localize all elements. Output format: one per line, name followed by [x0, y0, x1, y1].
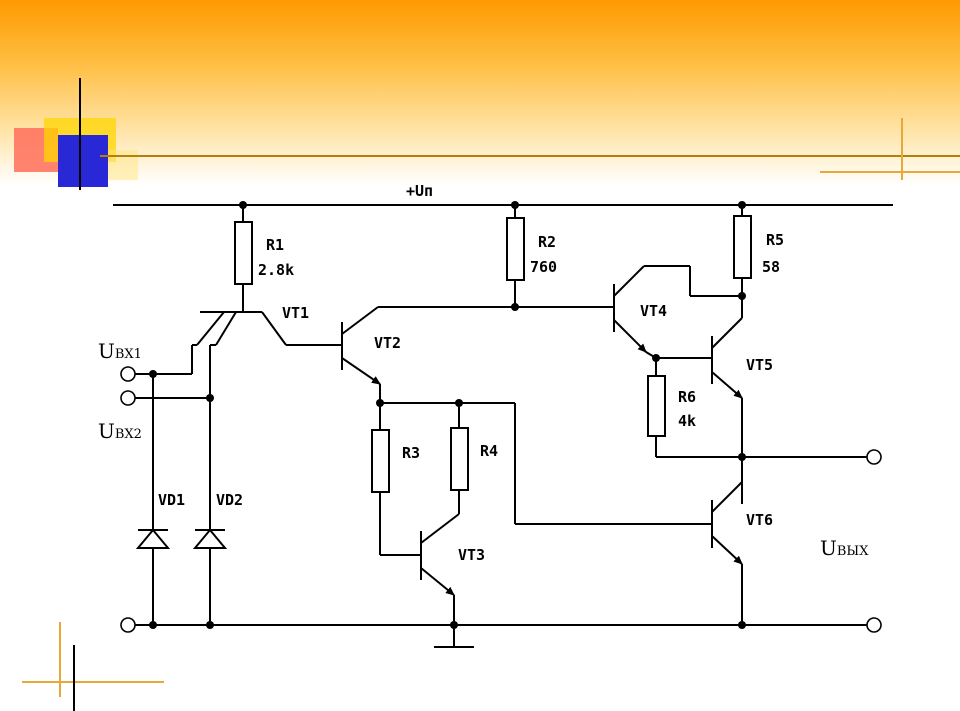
- input1-terminal: [120, 366, 136, 382]
- r1-ref: R1: [266, 236, 284, 254]
- transistor-vt5: [711, 317, 743, 504]
- vt5-label: VT5: [746, 356, 773, 374]
- r1-value: 2.8k: [258, 261, 294, 279]
- deco-vline-bottom-left-2: [73, 645, 75, 711]
- vd1-label: VD1: [158, 491, 185, 509]
- vt4-label: VT4: [640, 302, 667, 320]
- transistor-vt1: [192, 311, 342, 346]
- r5-ref: R5: [766, 231, 784, 249]
- transistor-vt6: [711, 481, 743, 625]
- resistor-r2: [506, 205, 525, 307]
- diode-vd2: [192, 528, 228, 549]
- deco-hline-top-right: [820, 171, 960, 173]
- r3-ref: R3: [402, 444, 420, 462]
- transistor-vt2: [341, 306, 614, 403]
- deco-square-blue: [58, 135, 108, 187]
- deco-hline-bottom-left: [22, 681, 164, 683]
- ground-terminal-left: [120, 617, 136, 633]
- resistor-r5: [733, 205, 752, 318]
- r4-ref: R4: [480, 442, 498, 460]
- deco-vline-bottom-left: [59, 622, 61, 697]
- resistor-r4: [450, 403, 469, 514]
- resistor-r6: [647, 358, 867, 458]
- r6-ref: R6: [678, 388, 696, 406]
- r2-ref: R2: [538, 233, 556, 251]
- vd2-label: VD2: [216, 491, 243, 509]
- r5-value: 58: [762, 258, 780, 276]
- ground-terminal-right: [866, 617, 882, 633]
- input2-terminal: [120, 390, 136, 406]
- deco-hline-top: [100, 155, 960, 157]
- input-wiring: [135, 345, 211, 625]
- deco-vline-top-left: [79, 78, 81, 190]
- vt3-label: VT3: [458, 546, 485, 564]
- r6-value: 4k: [678, 412, 696, 430]
- vt6-label: VT6: [746, 511, 773, 529]
- header-band: [0, 0, 960, 185]
- diode-vd1: [135, 528, 171, 549]
- output-label: UВЫХ: [820, 536, 869, 560]
- output-terminal: [866, 449, 882, 465]
- resistor-r1: [234, 205, 253, 312]
- transistor-vt4: [613, 265, 742, 359]
- resistor-r3: [371, 403, 421, 556]
- deco-vline-top-right: [901, 118, 903, 180]
- r2-value: 760: [530, 258, 557, 276]
- input2-label: UВХ2: [98, 419, 142, 443]
- input1-label: UВХ1: [98, 339, 142, 363]
- transistor-vt3: [420, 513, 460, 625]
- supply-label: +Uп: [406, 182, 433, 200]
- vt1-label: VT1: [282, 304, 309, 322]
- vt2-label: VT2: [374, 334, 401, 352]
